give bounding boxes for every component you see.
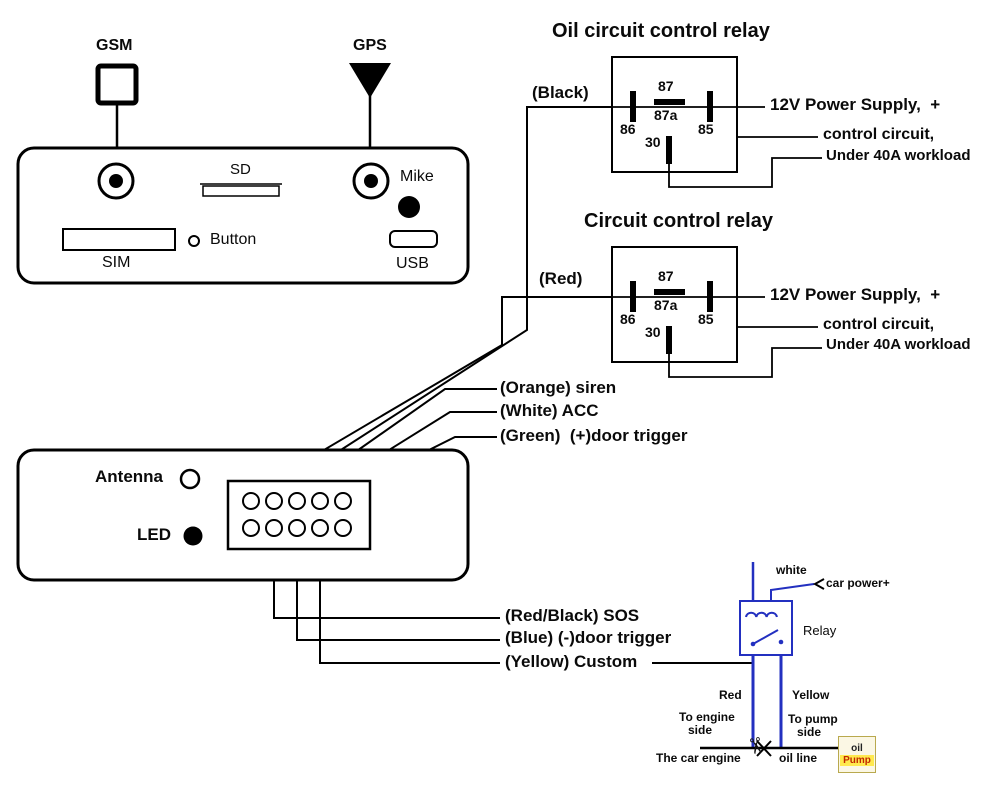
pin-85-label: 85 bbox=[698, 121, 714, 137]
pin-86-label: 86 bbox=[620, 121, 636, 137]
antenna-label: Antenna bbox=[95, 467, 163, 486]
led-icon bbox=[183, 526, 203, 546]
pump-label-bottom: Pump bbox=[840, 755, 874, 766]
gsm-antenna-icon bbox=[95, 63, 139, 149]
to-engine-label-line2: side bbox=[688, 723, 713, 737]
oil-relay-schematic bbox=[611, 56, 822, 188]
circuit-relay-power-label: 12V Power Supply, + bbox=[770, 285, 941, 304]
door-trigger-neg-label: (Blue) (-)door trigger bbox=[505, 628, 672, 647]
black-wire bbox=[273, 106, 612, 494]
usb-port-icon bbox=[389, 230, 438, 248]
pin-87-label: 87 bbox=[658, 268, 674, 284]
harness-connector bbox=[226, 479, 372, 551]
pin-87a-label: 87a bbox=[654, 297, 678, 313]
pin-30-label: 30 bbox=[645, 324, 661, 340]
oil-pump-box: oil Pump bbox=[838, 736, 876, 773]
circuit-relay-schematic bbox=[611, 246, 822, 378]
relay-switch-icon bbox=[752, 629, 779, 645]
sd-label: SD bbox=[230, 161, 251, 178]
tracker-device-box bbox=[16, 146, 470, 285]
white-power-wire bbox=[770, 583, 815, 601]
oil-relay-power-label: 12V Power Supply, + bbox=[770, 95, 941, 114]
pin-87-label: 87 bbox=[658, 78, 674, 94]
sd-slot-icon bbox=[202, 185, 280, 197]
gps-antenna-label: GPS bbox=[353, 37, 387, 54]
relay-coil-icon bbox=[745, 611, 778, 618]
button-label: Button bbox=[210, 231, 257, 248]
pin-87a-label: 87a bbox=[654, 107, 678, 123]
mini-relay-box bbox=[739, 600, 793, 656]
mike-label: Mike bbox=[400, 168, 434, 185]
oil-relay-control-label: control circuit, bbox=[823, 126, 935, 143]
pump-label-top: oil bbox=[851, 743, 863, 754]
bottom-device-box bbox=[16, 448, 470, 582]
red-wire-label: (Red) bbox=[539, 269, 583, 288]
oil-relay-workload-label: Under 40A workload bbox=[826, 147, 971, 164]
pin-86-label: 86 bbox=[620, 311, 636, 327]
sim-label: SIM bbox=[102, 254, 131, 271]
gps-antenna-icon bbox=[349, 63, 391, 149]
arrow-left-icon bbox=[812, 578, 825, 590]
custom-wire-label: (Yellow) Custom bbox=[505, 652, 638, 671]
oil-line-label: oil line bbox=[779, 751, 818, 765]
antenna-port-icon bbox=[179, 468, 201, 490]
circuit-relay-workload-label: Under 40A workload bbox=[826, 336, 971, 353]
fuel-cut-mini-diagram bbox=[700, 562, 838, 757]
car-power-label: car power+ bbox=[826, 576, 890, 590]
pin-30-label: 30 bbox=[645, 134, 661, 150]
sim-slot-icon bbox=[62, 228, 176, 251]
to-pump-label-line2: side bbox=[797, 725, 822, 739]
to-engine-label-line1: To engine bbox=[679, 710, 735, 724]
door-trigger-pos-label: (Green) (+)door trigger bbox=[500, 426, 688, 445]
black-wire-label: (Black) bbox=[532, 83, 589, 102]
oil-relay-title: Oil circuit control relay bbox=[552, 20, 770, 42]
sos-wire-label: (Red/Black) SOS bbox=[505, 606, 640, 625]
yellow-mini-wire-label: Yellow bbox=[792, 688, 830, 702]
usb-label: USB bbox=[396, 255, 429, 272]
acc-wire-label: (White) ACC bbox=[500, 401, 599, 420]
circuit-relay-control-label: control circuit, bbox=[823, 316, 935, 333]
circuit-relay-title: Circuit control relay bbox=[584, 210, 773, 232]
car-engine-label: The car engine bbox=[656, 751, 741, 765]
white-wire-label: white bbox=[776, 563, 807, 577]
to-pump-label-line1: To pump bbox=[788, 712, 838, 726]
button-icon bbox=[188, 235, 200, 247]
siren-wire-label: (Orange) siren bbox=[500, 378, 617, 397]
gsm-antenna-label: GSM bbox=[96, 37, 133, 54]
red-mini-wire-label: Red bbox=[719, 688, 742, 702]
mike-icon bbox=[398, 196, 420, 218]
pin-85-label: 85 bbox=[698, 311, 714, 327]
mini-relay-label: Relay bbox=[803, 623, 837, 638]
red-wire bbox=[250, 296, 612, 494]
led-label: LED bbox=[137, 525, 171, 544]
connector-pins bbox=[242, 492, 352, 537]
